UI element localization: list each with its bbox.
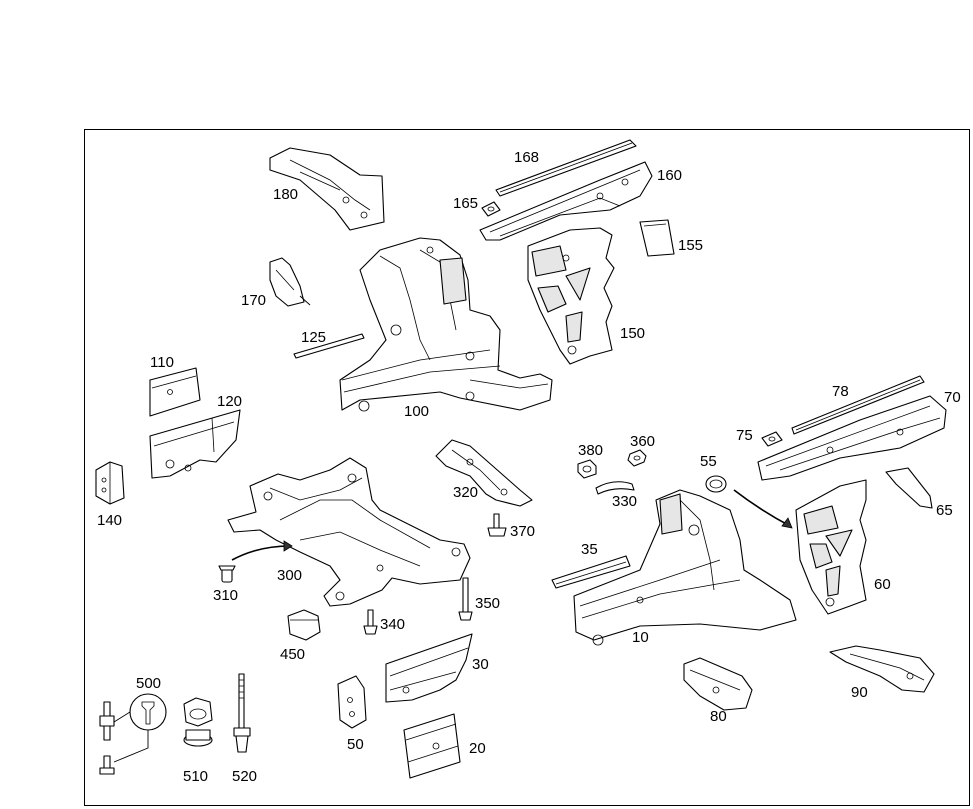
part-170-bracket: [269, 257, 311, 307]
part-100-side-member-assembly: [339, 237, 553, 412]
part-300-subframe: [227, 457, 471, 607]
callout-75: 75: [736, 427, 753, 444]
callout-80: 80: [710, 708, 727, 725]
callout-350: 350: [475, 595, 500, 612]
callout-300: 300: [277, 567, 302, 584]
callout-35: 35: [581, 541, 598, 558]
callout-360: 360: [630, 433, 655, 450]
callout-180: 180: [273, 186, 298, 203]
callout-340: 340: [380, 616, 405, 633]
part-310-plug: [218, 565, 236, 583]
callout-450: 450: [280, 646, 305, 663]
callout-320: 320: [453, 484, 478, 501]
callout-90: 90: [851, 684, 868, 701]
part-320-crossmember: [435, 439, 533, 507]
callout-20: 20: [469, 740, 486, 757]
arrow-300: [231, 545, 291, 561]
callout-140: 140: [97, 512, 122, 529]
callout-380: 380: [578, 442, 603, 459]
part-120-panel: [149, 409, 241, 479]
callout-155: 155: [678, 237, 703, 254]
callout-160: 160: [657, 167, 682, 184]
part-360-nut: [627, 449, 647, 467]
callout-55: 55: [700, 453, 717, 470]
callout-70: 70: [944, 389, 961, 406]
callout-500: 500: [136, 675, 161, 692]
callout-100: 100: [404, 403, 429, 420]
part-65-bracket: [885, 467, 933, 509]
part-180-bracket: [269, 147, 385, 231]
arrow-60-head: [781, 517, 793, 529]
part-168-rail: [495, 139, 637, 197]
callout-50: 50: [347, 736, 364, 753]
callout-165: 165: [453, 195, 478, 212]
part-350-bolt: [458, 577, 473, 621]
part-78-rail: [791, 375, 925, 435]
part-125-strip: [293, 333, 365, 359]
callout-125: 125: [301, 329, 326, 346]
callout-60: 60: [874, 576, 891, 593]
part-70-upper-member: [757, 395, 947, 481]
callout-65: 65: [936, 502, 953, 519]
callout-30: 30: [472, 656, 489, 673]
part-150-inner-panel: [527, 227, 615, 365]
callout-170: 170: [241, 292, 266, 309]
callout-370: 370: [510, 523, 535, 540]
arrow-300-head: [283, 540, 293, 552]
part-20-panel: [403, 713, 461, 779]
part-370-bolt: [487, 513, 507, 537]
part-520-long-bolt: [233, 673, 251, 753]
part-10-side-member-assembly: [573, 489, 797, 646]
part-60-inner-panel: [795, 479, 867, 615]
part-165-plate: [481, 201, 501, 217]
callout-78: 78: [832, 383, 849, 400]
callout-120: 120: [217, 393, 242, 410]
part-110-reinforcement: [149, 367, 201, 417]
part-50-bracket: [337, 675, 367, 729]
part-75-plate: [761, 431, 783, 447]
callout-150: 150: [620, 325, 645, 342]
callout-510: 510: [183, 768, 208, 785]
part-330-clip: [595, 481, 635, 495]
part-90-bracket: [829, 645, 935, 693]
part-155-plate: [639, 219, 675, 257]
part-380-nut: [577, 459, 597, 479]
callout-labels: 168 160 165 180 155 170 150 125 110 100 …: [97, 149, 961, 785]
part-35-strip: [551, 555, 631, 589]
part-140-bracket: [95, 461, 125, 505]
callout-168: 168: [514, 149, 539, 166]
part-55-grommet: [705, 475, 727, 493]
callout-110: 110: [150, 354, 174, 371]
part-450-bracket: [287, 609, 321, 641]
callout-310: 310: [213, 587, 238, 604]
part-510-nut-washer: [183, 697, 213, 747]
callout-520: 520: [232, 768, 257, 785]
arrow-60: [733, 489, 791, 527]
part-500-bolt-set: [99, 693, 167, 775]
part-160-upper-member: [479, 161, 653, 241]
callout-10: 10: [632, 629, 649, 646]
part-80-bracket: [683, 657, 753, 711]
callout-330: 330: [612, 493, 637, 510]
part-30-panel: [385, 633, 473, 703]
diagram-frame: [84, 129, 970, 806]
part-340-bolt: [363, 609, 378, 635]
